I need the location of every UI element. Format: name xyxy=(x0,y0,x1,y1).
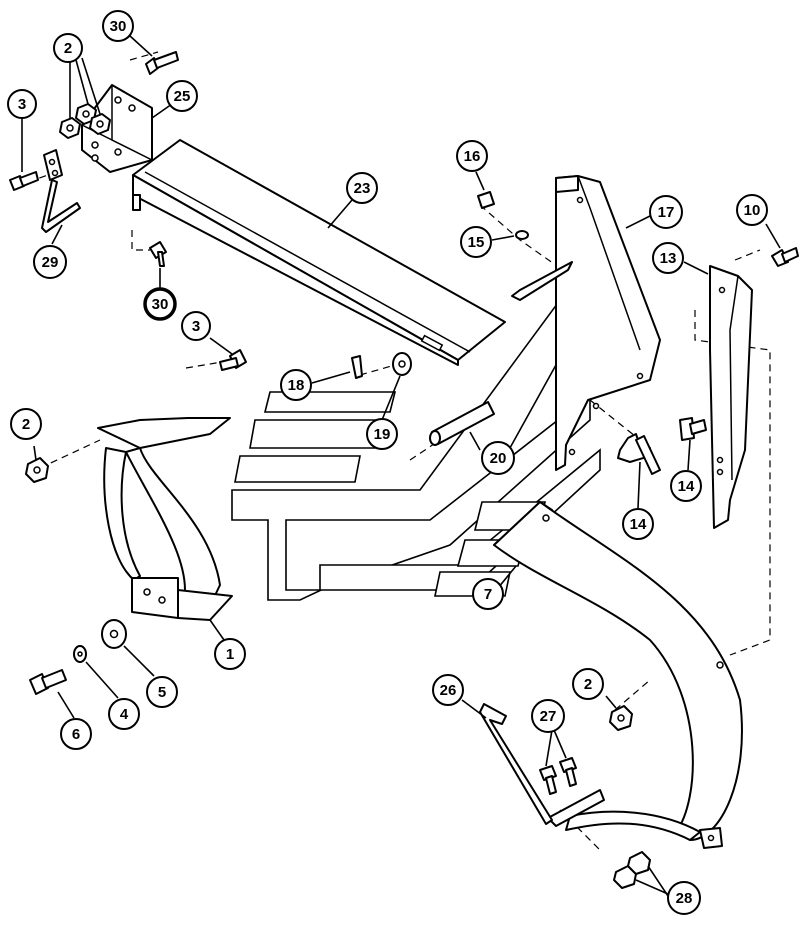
callout-1: 1 xyxy=(214,638,246,670)
callout-29: 29 xyxy=(33,245,67,279)
callout-label: 2 xyxy=(64,40,72,57)
plate-part-17 xyxy=(555,175,661,471)
callout-20: 20 xyxy=(481,441,515,475)
callout-3-mid: 3 xyxy=(181,311,211,341)
leader-lines xyxy=(21,35,781,897)
callout-label: 13 xyxy=(660,250,677,267)
callout-5: 5 xyxy=(146,676,178,708)
callout-label: 6 xyxy=(72,726,80,743)
rod-part-26 xyxy=(479,703,553,825)
callout-label: 18 xyxy=(288,377,305,394)
logo-bar-2 xyxy=(249,419,381,449)
lower-strap-curve xyxy=(547,789,701,841)
callout-label: 27 xyxy=(540,708,557,725)
callout-label: 1 xyxy=(226,646,234,663)
callout-label: 5 xyxy=(158,684,166,701)
callout-23: 23 xyxy=(346,172,378,204)
callout-label: 26 xyxy=(440,682,457,699)
roller-part-20 xyxy=(429,401,495,446)
bolt-part-3-top xyxy=(9,171,39,191)
logo-bar-3 xyxy=(234,455,361,483)
callout-28: 28 xyxy=(667,881,701,915)
callout-16: 16 xyxy=(456,140,488,172)
callout-label: 14 xyxy=(678,478,695,495)
bolt-part-3-mid xyxy=(219,349,247,371)
callout-label: 14 xyxy=(630,516,647,533)
bolt-part-6 xyxy=(29,669,67,695)
callout-label: 17 xyxy=(658,204,675,221)
callout-label: 23 xyxy=(354,180,371,197)
callout-13: 13 xyxy=(652,242,684,274)
bolt-part-14-right xyxy=(679,417,707,441)
callout-label: 30 xyxy=(110,18,127,35)
bracket-part-13 xyxy=(709,265,753,529)
clip-part-15 xyxy=(515,230,529,240)
nuts-part-2-top xyxy=(59,103,111,139)
bolt-part-14-left xyxy=(617,433,661,475)
callout-2-top: 2 xyxy=(53,33,83,63)
callout-7: 7 xyxy=(472,578,504,610)
dashed-guides xyxy=(27,51,771,851)
bolt-part-30-top xyxy=(145,51,179,75)
callout-label: 29 xyxy=(42,254,59,271)
callout-18: 18 xyxy=(280,369,312,401)
nut-part-2-right xyxy=(609,705,633,731)
callout-label: 25 xyxy=(174,88,191,105)
callout-26: 26 xyxy=(432,674,464,706)
callout-label: 10 xyxy=(744,202,761,219)
callout-2-right: 2 xyxy=(572,668,604,700)
callout-label: 20 xyxy=(490,450,507,467)
nut-part-2-left xyxy=(25,457,49,483)
callout-2-left: 2 xyxy=(10,408,42,440)
callout-15: 15 xyxy=(460,226,492,258)
callout-14-right: 14 xyxy=(670,470,702,502)
callout-label: 16 xyxy=(464,148,481,165)
cap-part-16 xyxy=(477,191,495,209)
callout-17: 17 xyxy=(649,195,683,229)
callout-25: 25 xyxy=(166,80,198,112)
callout-6: 6 xyxy=(60,718,92,750)
logo-chevron-middle xyxy=(285,393,591,591)
bolts-part-27 xyxy=(539,757,577,795)
bolt-part-30-mid xyxy=(149,241,167,267)
callout-label: 2 xyxy=(22,416,30,433)
callout-4: 4 xyxy=(108,698,140,730)
shaft-pin xyxy=(511,261,573,301)
callout-label: 19 xyxy=(374,426,391,443)
callout-14-lower: 14 xyxy=(622,508,654,540)
strap-part-1 xyxy=(97,417,233,621)
callout-label: 3 xyxy=(192,318,200,335)
pin-part-18 xyxy=(351,355,363,379)
callout-19: 19 xyxy=(366,418,398,450)
callout-10: 10 xyxy=(736,194,768,226)
strap-part-7 xyxy=(493,501,743,849)
washer-part-5 xyxy=(101,619,127,649)
callout-label: 15 xyxy=(468,234,485,251)
nuts-part-28 xyxy=(613,851,651,889)
callout-label: 3 xyxy=(18,96,26,113)
callout-label: 4 xyxy=(120,706,129,723)
callout-label: 7 xyxy=(484,586,492,603)
callout-30-top: 30 xyxy=(102,10,134,42)
bolt-part-10 xyxy=(771,247,799,267)
callout-label: 30 xyxy=(152,296,169,313)
rod-part-29 xyxy=(41,149,81,233)
washer-part-19 xyxy=(392,352,412,376)
callout-27: 27 xyxy=(531,699,565,733)
washer-part-4 xyxy=(73,645,87,663)
callout-30-mid: 30 xyxy=(143,287,177,321)
callout-label: 28 xyxy=(676,890,693,907)
callout-label: 2 xyxy=(584,676,592,693)
callout-3-top: 3 xyxy=(7,89,37,119)
channel-part-23 xyxy=(132,139,506,366)
